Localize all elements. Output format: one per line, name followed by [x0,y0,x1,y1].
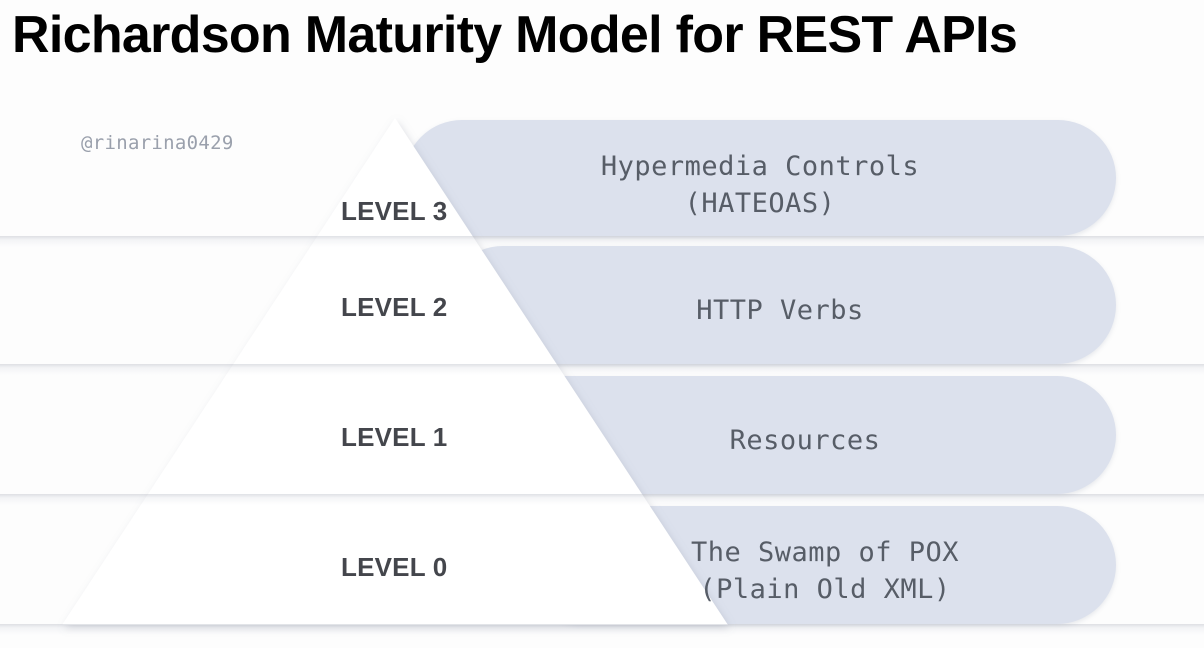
band-separator-3-2 [0,236,1204,247]
level-description-1: Resources [729,425,881,456]
level-label-0: LEVEL 0 [341,552,448,582]
page-title: Richardson Maturity Model for REST APIs [12,6,1018,64]
level-label-2: LEVEL 2 [341,292,448,322]
band-separator-base [0,624,1204,635]
band-separator-1-0 [0,494,1204,505]
level-label-3: LEVEL 3 [341,196,448,226]
level-description-3: Hypermedia Controls (HATEOAS) [600,151,920,220]
band-separator-2-1 [0,364,1204,375]
level-description-2: HTTP Verbs [696,295,864,326]
level-description-0: The Swamp of POX (Plain Old XML) [690,537,960,606]
level-label-1: LEVEL 1 [341,422,448,452]
